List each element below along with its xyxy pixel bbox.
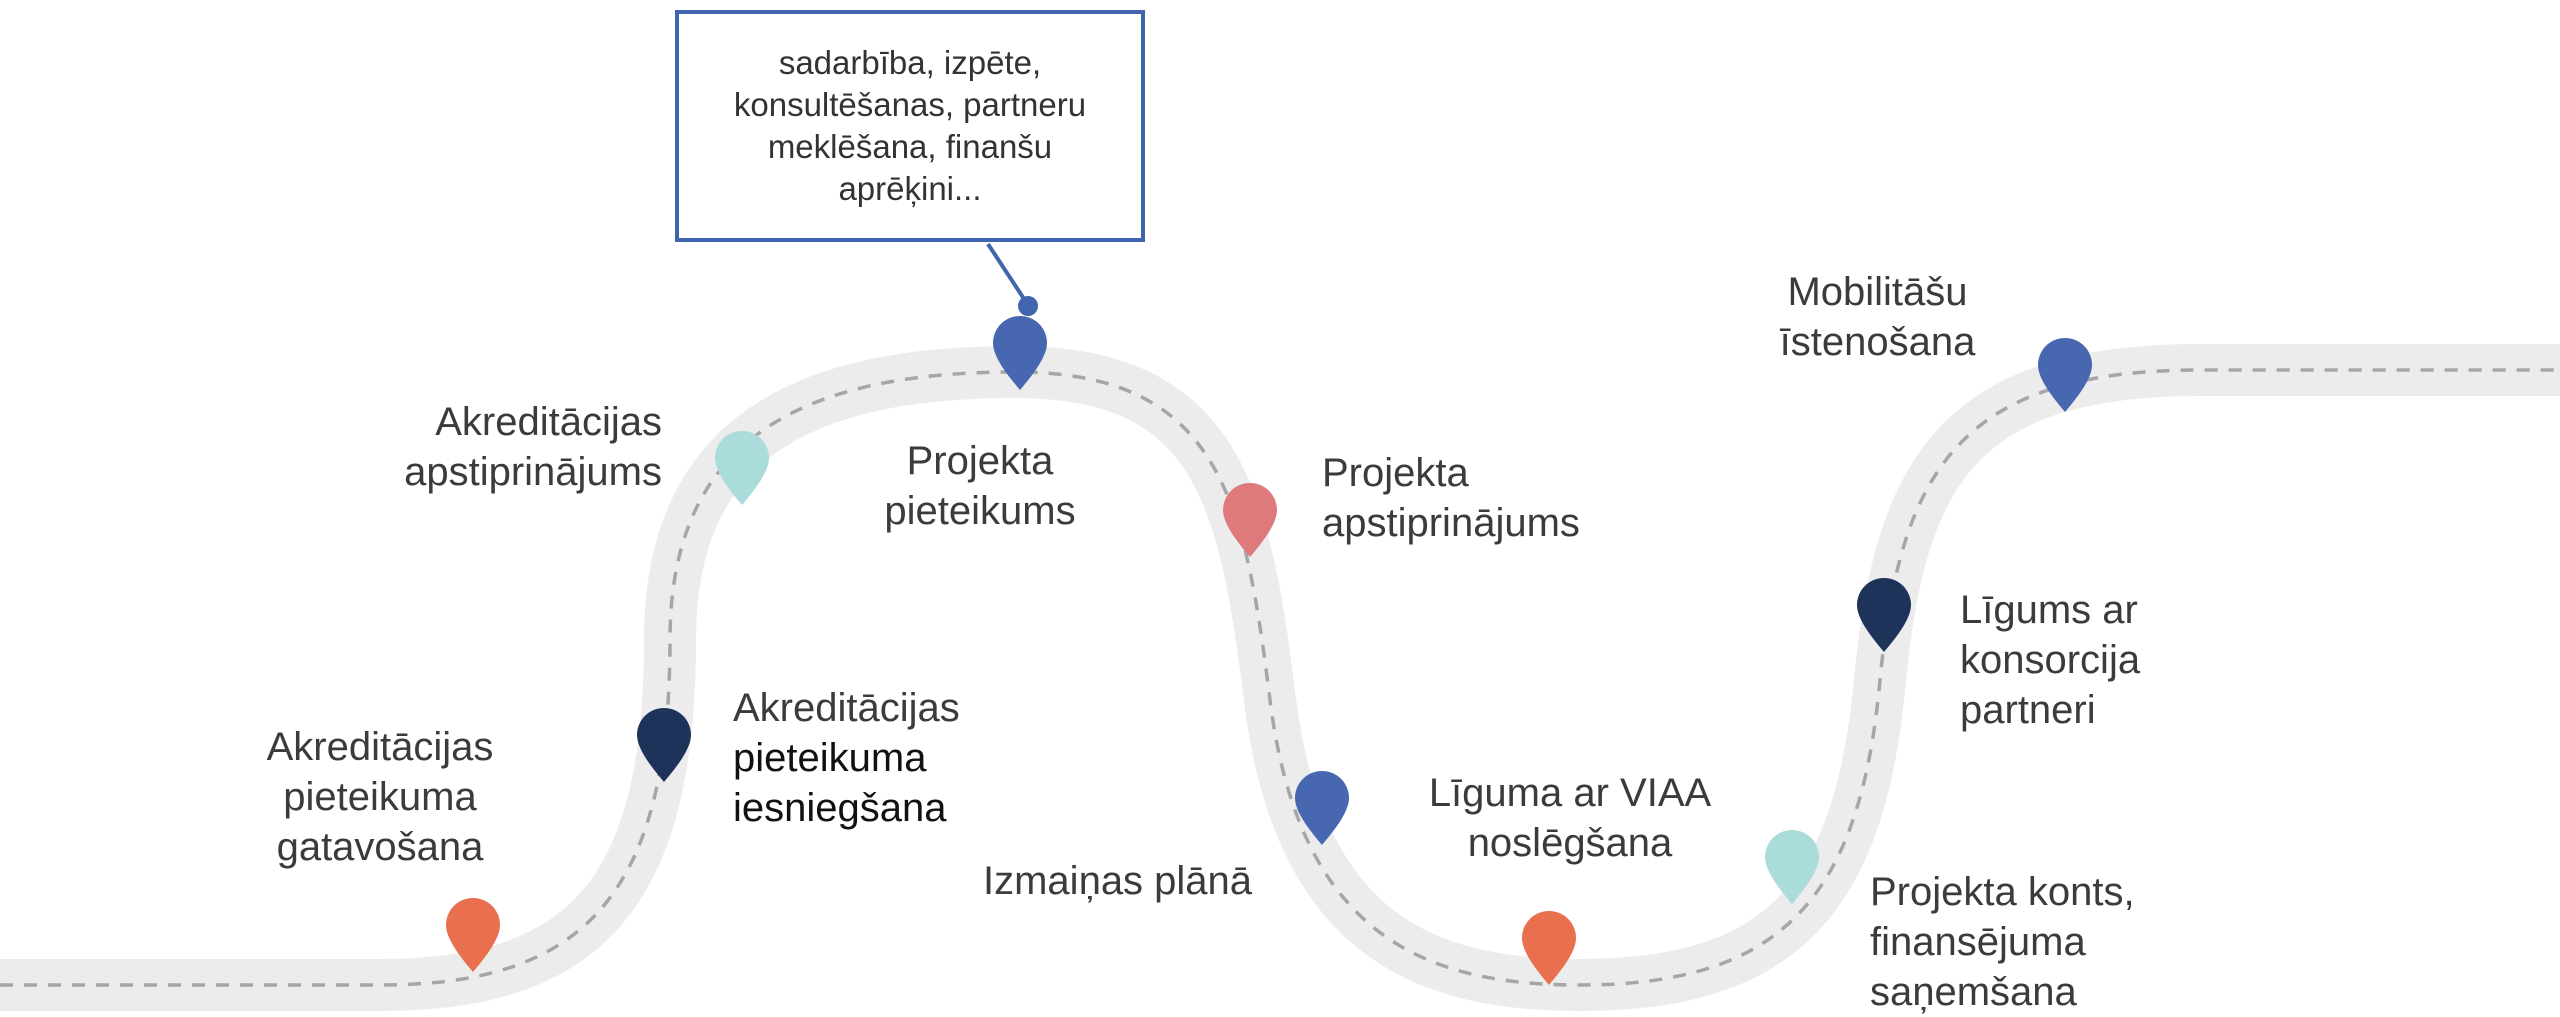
map-pin-icon [715,431,769,505]
map-pin-icon [1522,911,1576,985]
milestone-label-izmainas-plana: Izmaiņas plānā [983,859,1253,903]
callout-line: meklēšana, finanšu [767,128,1053,165]
callout-line: konsultēšanas, partneru [733,86,1087,123]
milestone-label-mobilitasu-istenosana: Mobilitāšu īstenošana [1779,270,1976,364]
map-pin-icon [637,708,691,782]
callout-connector-dot [1018,296,1038,316]
map-pin-icon [446,898,500,972]
milestone-label-ligums-konsorcija: Līgums ar konsorcija partneri [1960,588,2141,732]
callout-box: sadarbība, izpēte, konsultēšanas, partne… [675,10,1145,242]
milestone-label-akreditacijas-iesniegsana: Akreditācijas pieteikuma iesniegšana [733,686,960,830]
map-pin-icon [1295,771,1349,845]
milestone-label-projekta-apstiprinajums: Projekta apstiprinājums [1322,451,1580,545]
pins-group [446,316,2092,985]
callout-connector [986,242,1030,307]
road-centerline [0,368,2560,987]
milestone-label-projekta-konts: Projekta konts, finansējuma saņemšana [1870,870,2135,1014]
map-pin-icon [993,316,1047,390]
map-pin-icon [1223,483,1277,557]
callout-line: aprēķini... [838,170,982,207]
callout-text: sadarbība, izpēte, konsultēšanas, partne… [734,42,1086,210]
milestone-label-akreditacijas-apstiprinajums: Akreditācijas apstiprinājums [404,400,662,494]
milestone-label-liguma-viaa: Līguma ar VIAA noslēgšana [1428,771,1712,865]
map-pin-icon [1857,578,1911,652]
milestone-label-akreditacijas-gatavosana: Akreditācijas pieteikuma gatavošana [266,725,494,869]
callout-line: sadarbība, izpēte, [778,44,1042,81]
map-pin-icon [2038,338,2092,412]
milestone-label-projekta-pieteikums: Projekta pieteikums [884,439,1076,533]
map-pin-icon [1765,830,1819,904]
